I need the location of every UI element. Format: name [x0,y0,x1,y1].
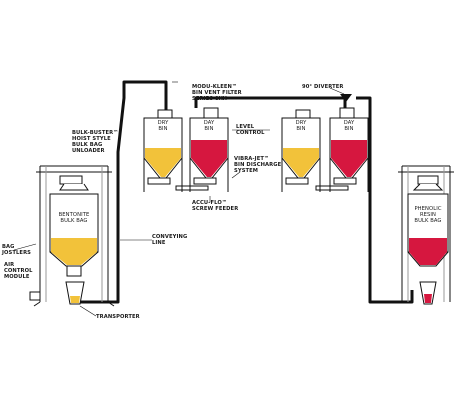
air-control-line-1: AIR [4,262,15,268]
vibra-jet-label: VIBRA-JET™ BIN DISCHARGE SYSTEM [234,156,281,174]
air-control-line-2: CONTROL [4,268,33,274]
modu-kleen-label: MODU-KLEEN™ BIN VENT FILTER SERIES 8XX [192,84,242,102]
bin-4-label: DAY BIN [340,120,358,132]
leader-lines [13,81,345,317]
transporter-label: TRANSPORTER [96,314,140,320]
modu-kleen-line-2: BIN VENT FILTER [192,90,242,96]
phenolic-bag-label: PHENOLIC RESIN BULK BAG [410,206,446,224]
diverter-label: 90° DIVERTER [302,84,343,90]
bentonite-bag-label: BENTONITE BULK BAG [52,212,96,224]
conveying-line-label: CONVEYING LINE [152,234,187,246]
left-bag-fill [51,238,97,265]
bin-2-line-2: BIN [204,126,214,132]
bin-2-line-1: DAY [203,120,215,126]
bin-1-line-2: BIN [158,126,168,132]
bag-jostlers-line-1: BAG [2,244,15,250]
bag-jostlers-line-2: JOSTLERS [2,250,31,256]
bin-3-line-1: DRY [295,120,307,126]
phenolic-line-2: RESIN [419,212,437,218]
bulk-buster-label: BULK-BUSTER™ HOIST STYLE BULK BAG UNLOAD… [72,130,119,154]
bin-1 [143,117,183,179]
accu-flo-line-1: ACCU-FLO™ [192,200,228,206]
bin-2 [189,117,229,179]
bulk-buster-line-3: BULK BAG [72,142,103,148]
right-bag-fill [409,238,447,265]
accu-flo-label: ACCU-FLO™ SCREW FEEDER [192,200,238,212]
vibra-jet-line-1: VIBRA-JET™ [234,156,270,162]
diverter-text: 90° DIVERTER [302,84,344,90]
conveying-line-2: LINE [152,240,166,246]
level-control-line-1: LEVEL [236,124,255,130]
phenolic-line-3: BULK BAG [414,218,442,224]
vibra-jet-line-3: SYSTEM [234,168,259,174]
pipe-left [76,80,168,304]
transporter-text: TRANSPORTER [96,314,140,320]
bin-1-label: DRY BIN [154,120,172,132]
bentonite-line-1: BENTONITE [58,212,90,218]
bin-3 [281,117,321,179]
right-transporter [419,281,437,305]
diverter-valve [340,94,352,102]
conveying-pipes [76,80,414,304]
bin-3-label: DRY BIN [292,120,310,132]
bulk-buster-line-2: HOIST STYLE [72,136,111,142]
phenolic-line-1: PHENOLIC [414,206,442,212]
support-legs [143,158,369,192]
pipe-right [356,96,414,304]
bin-2-label: DAY BIN [200,120,218,132]
bin-vent-filters [157,107,355,119]
bulk-buster-line-4: UNLOADER [72,148,105,154]
bin-4-line-2: BIN [344,126,354,132]
bulk-buster-line-1: BULK-BUSTER™ [72,130,119,136]
air-control-label: AIR CONTROL MODULE [4,262,33,280]
accu-flo-line-2: SCREW FEEDER [192,206,239,212]
screw-feeders [147,177,357,191]
air-control-box [29,291,41,301]
conveying-line-1: CONVEYING [152,234,188,240]
bin-3-line-2: BIN [296,126,306,132]
bag-jostlers-label: BAG JOSTLERS [2,244,31,256]
modu-kleen-line-3: SERIES 8XX [192,96,227,102]
vibra-jet-line-2: BIN DISCHARGE [234,162,282,168]
level-control-label: LEVEL CONTROL [236,124,265,136]
level-control-line-2: CONTROL [236,130,265,136]
air-control-line-3: MODULE [4,274,30,280]
pipe-top [194,96,347,108]
bentonite-line-2: BULK BAG [60,218,88,224]
modu-kleen-line-1: MODU-KLEEN™ [192,84,238,90]
bin-1-line-1: DRY [157,120,169,126]
bin-4-line-1: DAY [343,120,355,126]
